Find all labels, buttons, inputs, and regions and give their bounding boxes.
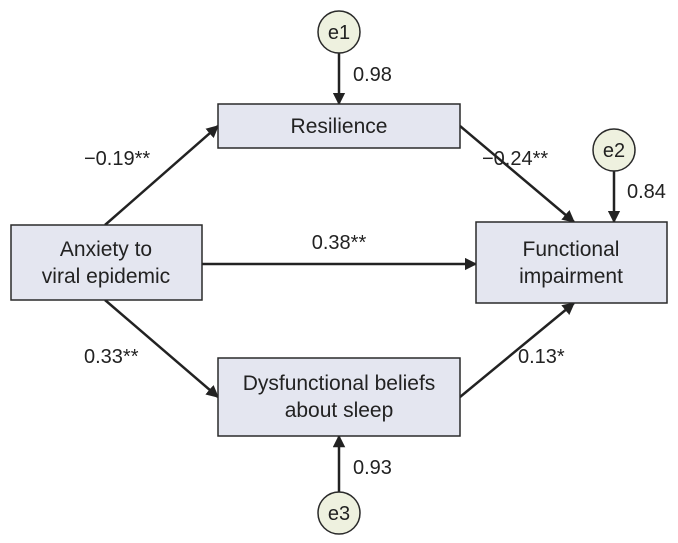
error-e2-label: e2	[603, 140, 625, 162]
node-resilience: Resilience	[217, 103, 461, 149]
node-impairment: Functional impairment	[475, 221, 668, 304]
node-sleep-label-line1: Dysfunctional beliefs	[243, 372, 436, 395]
coef-e1-resilience: 0.98	[353, 64, 392, 86]
coef-resilience-impairment: −0.24**	[482, 148, 548, 170]
coef-e3-sleep: 0.93	[353, 457, 392, 479]
node-anxiety: Anxiety to viral epidemic	[10, 224, 203, 301]
node-sleep: Dysfunctional beliefs about sleep	[217, 357, 461, 437]
coef-sleep-impairment: 0.13*	[518, 346, 565, 368]
edge-sleep-to-impairment	[459, 302, 575, 398]
node-impairment-label-line1: Functional	[523, 238, 620, 261]
node-anxiety-label-line2: viral epidemic	[42, 265, 170, 288]
error-e2: e2	[592, 128, 636, 172]
error-e1: e1	[317, 10, 361, 54]
coef-anxiety-impairment: 0.38**	[312, 232, 367, 254]
coef-e2-impairment: 0.84	[627, 181, 666, 203]
node-resilience-label: Resilience	[291, 115, 388, 138]
edge-resilience-to-impairment	[459, 125, 575, 223]
node-impairment-label-line2: impairment	[519, 265, 623, 288]
error-e1-label: e1	[328, 22, 350, 44]
node-anxiety-label-line1: Anxiety to	[60, 238, 152, 261]
error-e3-label: e3	[328, 503, 350, 525]
node-sleep-label-line2: about sleep	[285, 399, 394, 422]
edge-anxiety-to-resilience	[104, 125, 219, 226]
coef-anxiety-resilience: −0.19**	[84, 148, 150, 170]
edge-anxiety-to-sleep	[104, 299, 219, 398]
coef-anxiety-sleep: 0.33**	[84, 346, 139, 368]
error-e3: e3	[317, 491, 361, 535]
